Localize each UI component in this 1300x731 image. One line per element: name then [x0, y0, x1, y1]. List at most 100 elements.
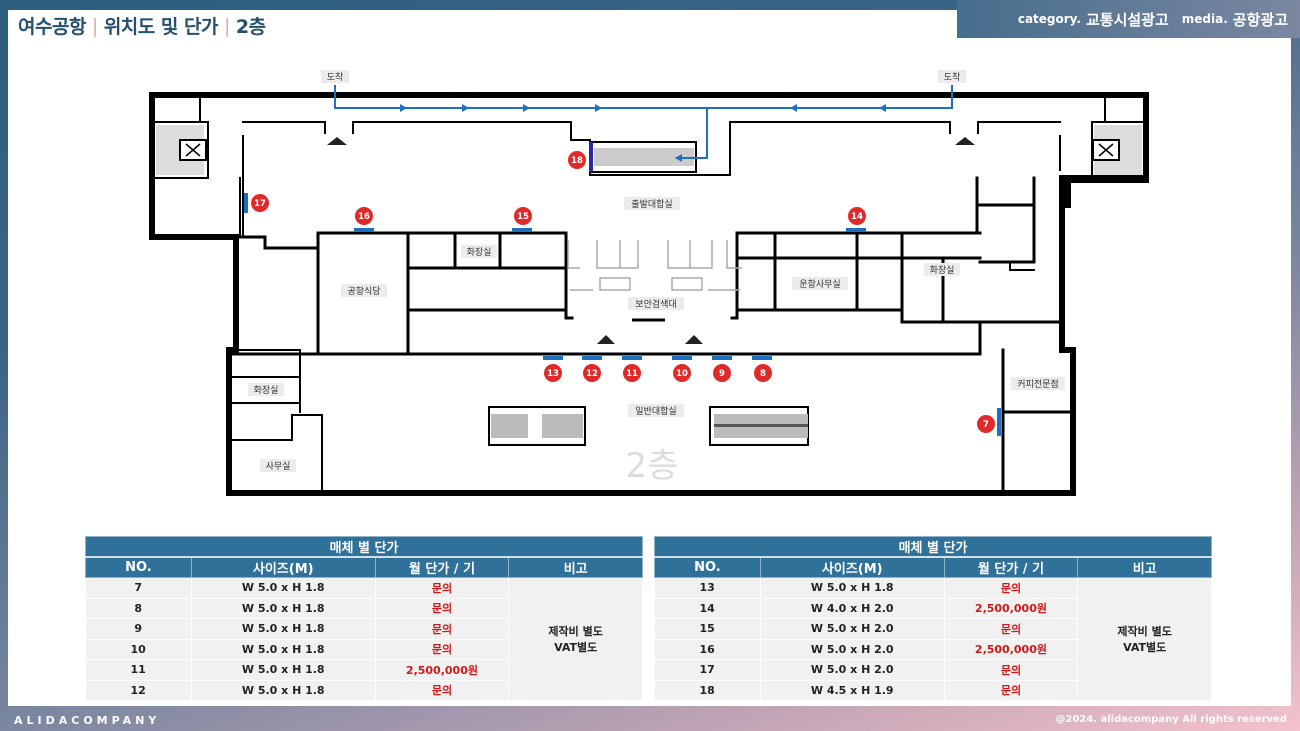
- label-restroom-top: 화장실: [467, 247, 492, 258]
- ad-marker-7[interactable]: 7: [977, 415, 995, 433]
- ad-marker-14[interactable]: 14: [848, 207, 866, 225]
- cell-price: 문의: [375, 680, 510, 701]
- cell-no: 18: [654, 680, 761, 701]
- col-price: 월 단가 / 기: [943, 556, 1079, 578]
- cell-no: 16: [654, 639, 761, 660]
- label-arrival-right: 도착: [944, 72, 961, 83]
- page-title: 여수공항 | 위치도 및 단가 | 2층: [18, 12, 266, 39]
- label-operations-office: 운항사무실: [799, 279, 840, 290]
- room-labels: 도착 도착 출발대합실 화장실 공항식당 보안검색대 운항사무실 화장실 화장실…: [248, 70, 1065, 486]
- marker-circle: [514, 207, 532, 225]
- media-value: 공항광고: [1232, 10, 1288, 29]
- cell-no: 8: [85, 598, 192, 619]
- media-key: media.: [1181, 12, 1228, 26]
- label-security: 보안검색대: [635, 298, 676, 310]
- cell-price: 문의: [944, 659, 1079, 681]
- ad-marker-13[interactable]: 13: [544, 364, 562, 382]
- ad-marker-15[interactable]: 15: [514, 207, 532, 225]
- cell-price: 문의: [944, 680, 1079, 701]
- cell-size: W 5.0 x H 1.8: [191, 598, 376, 619]
- ad-panels: [244, 193, 1001, 436]
- security-gates: [567, 240, 742, 291]
- marker-label: 14: [851, 212, 863, 222]
- label-general-lounge: 일반대합실: [635, 406, 676, 417]
- ad-marker-17[interactable]: 17: [251, 194, 269, 212]
- title-airport: 여수공항: [18, 16, 86, 38]
- cell-size: W 5.0 x H 2.0: [760, 618, 945, 640]
- marker-circle: [355, 207, 373, 225]
- table-title: 매체 별 단가: [654, 536, 1212, 558]
- col-size: 사이즈(M): [759, 556, 945, 578]
- cell-no: 9: [85, 618, 192, 640]
- col-price: 월 단가 / 기: [374, 556, 510, 578]
- ad-marker-9[interactable]: 9: [713, 364, 731, 382]
- col-size: 사이즈(M): [190, 556, 376, 578]
- marker-circle: [251, 194, 269, 212]
- note-line-2: VAT별도: [1123, 641, 1167, 654]
- marker-label: 11: [626, 369, 638, 379]
- cell-no: 10: [85, 639, 192, 660]
- cell-no: 11: [85, 659, 192, 681]
- marker-label: 7: [983, 420, 989, 430]
- marker-circle: [673, 364, 691, 382]
- cell-no: 15: [654, 618, 761, 640]
- footer-copyright: @2024. alidacompany All rights reserved: [1055, 714, 1287, 725]
- cell-size: W 4.5 x H 1.9: [760, 680, 945, 701]
- marker-circle: [583, 364, 601, 382]
- marker-circle: [977, 415, 995, 433]
- table-title: 매체 별 단가: [85, 536, 643, 558]
- note-line-2: VAT별도: [554, 641, 598, 654]
- entrance-arrows: [327, 137, 975, 344]
- cell-size: W 5.0 x H 1.8: [191, 659, 376, 681]
- cell-size: W 5.0 x H 2.0: [760, 659, 945, 681]
- cell-price: 2,500,000원: [375, 659, 510, 681]
- marker-circle: [713, 364, 731, 382]
- category-key: category.: [1017, 12, 1081, 26]
- marker-label: 16: [358, 212, 370, 222]
- ad-marker-18[interactable]: 18: [568, 151, 586, 169]
- cell-size: W 5.0 x H 1.8: [191, 639, 376, 660]
- label-office: 사무실: [266, 461, 291, 472]
- cell-no: 13: [654, 577, 761, 599]
- cell-price: 2,500,000원: [944, 598, 1079, 619]
- ad-marker-12[interactable]: 12: [583, 364, 601, 382]
- cell-note: 제작비 별도 VAT별도: [1077, 577, 1212, 701]
- floor-plan: 도착 도착 출발대합실 화장실 공항식당 보안검색대 운항사무실 화장실 화장실…: [149, 70, 1149, 496]
- label-coffee-shop: 커피전문점: [1017, 378, 1058, 390]
- marker-circle: [848, 207, 866, 225]
- ad-marker-16[interactable]: 16: [355, 207, 373, 225]
- cell-size: W 5.0 x H 1.8: [191, 577, 376, 599]
- price-table-right: 매체 별 단가 NO. 사이즈(M) 월 단가 / 기 비고 13 W 5.0 …: [654, 536, 1212, 701]
- col-note: 비고: [1077, 556, 1212, 578]
- cell-price: 문의: [375, 639, 510, 660]
- category-banner: category. 교통시설광고 media. 공항광고: [957, 0, 1300, 38]
- title-separator: |: [223, 14, 230, 37]
- marker-label: 18: [571, 156, 583, 166]
- marker-circle: [544, 364, 562, 382]
- cell-size: W 4.0 x H 2.0: [760, 598, 945, 619]
- note-line-1: 제작비 별도: [1117, 625, 1172, 638]
- ad-marker-11[interactable]: 11: [623, 364, 641, 382]
- ad-marker-10[interactable]: 10: [673, 364, 691, 382]
- cell-size: W 5.0 x H 2.0: [760, 639, 945, 660]
- outer-wall: [149, 92, 1076, 496]
- marker-circle: [623, 364, 641, 382]
- title-floor: 2층: [235, 16, 266, 38]
- price-table-left: 매체 별 단가 NO. 사이즈(M) 월 단가 / 기 비고 7 W 5.0 x…: [85, 536, 643, 701]
- markers: 7 8 9 10 11 12 13 14 15 16 17 18: [251, 151, 995, 433]
- cell-price: 문의: [375, 598, 510, 619]
- marker-circle: [568, 151, 586, 169]
- label-restaurant: 공항식당: [347, 286, 380, 297]
- ad-marker-8[interactable]: 8: [754, 364, 772, 382]
- label-departure-lounge: 출발대합실: [631, 199, 672, 210]
- escalator-right: [709, 406, 809, 446]
- cell-price: 문의: [375, 577, 510, 599]
- title-separator: |: [91, 14, 98, 37]
